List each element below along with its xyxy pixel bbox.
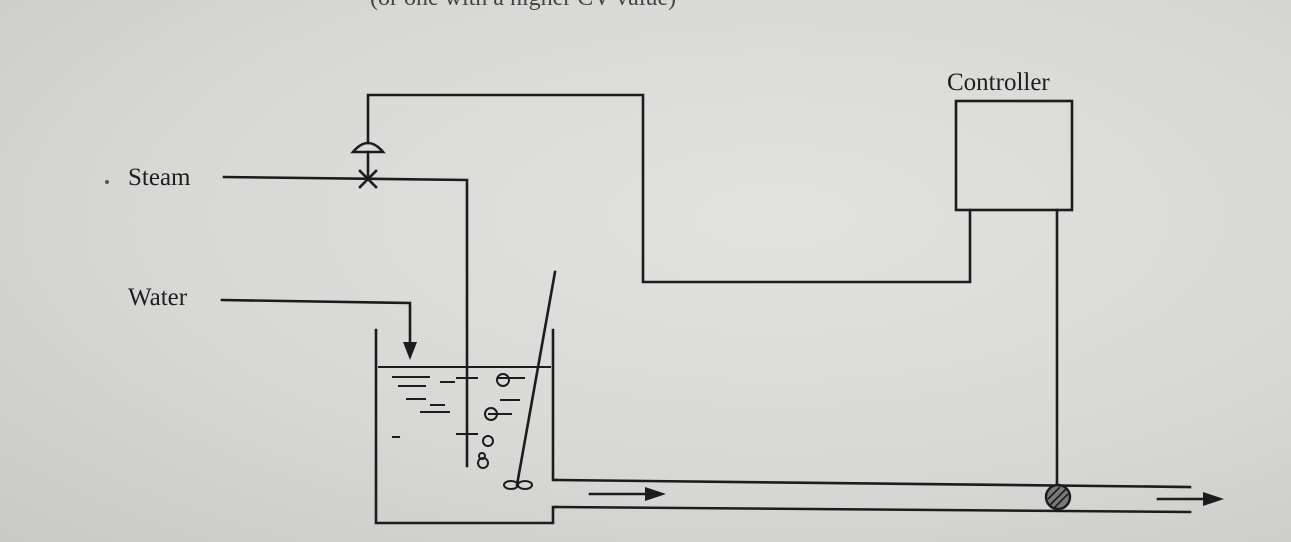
agitator-impeller-icon xyxy=(503,270,557,490)
arrow-right-icon xyxy=(588,487,666,501)
liquid-ripples xyxy=(392,376,525,438)
tank-wall xyxy=(374,328,558,525)
sensor-bulb-icon xyxy=(1044,483,1072,511)
tank-right-wall xyxy=(551,328,558,482)
outlet-pipe-top xyxy=(554,478,1192,489)
water-line xyxy=(220,298,412,352)
controller-box xyxy=(954,99,1074,212)
pneumatic-valve-icon xyxy=(350,141,386,189)
controller-label: Controller xyxy=(947,69,1050,96)
outlet-pipe-bottom xyxy=(554,505,1192,514)
steam-bubbles xyxy=(477,373,510,469)
water-label: Water xyxy=(128,284,188,311)
steam-line xyxy=(222,175,469,468)
speck-mark xyxy=(105,180,109,184)
steam-label: Steam xyxy=(128,164,191,191)
steam-sparger xyxy=(456,377,478,435)
control-signal-line xyxy=(366,93,972,284)
arrow-down-icon xyxy=(403,342,417,360)
outlet-arrow-right-icon xyxy=(1156,492,1224,506)
header-fragment-text: (or one with a higher CV value) xyxy=(370,0,676,10)
